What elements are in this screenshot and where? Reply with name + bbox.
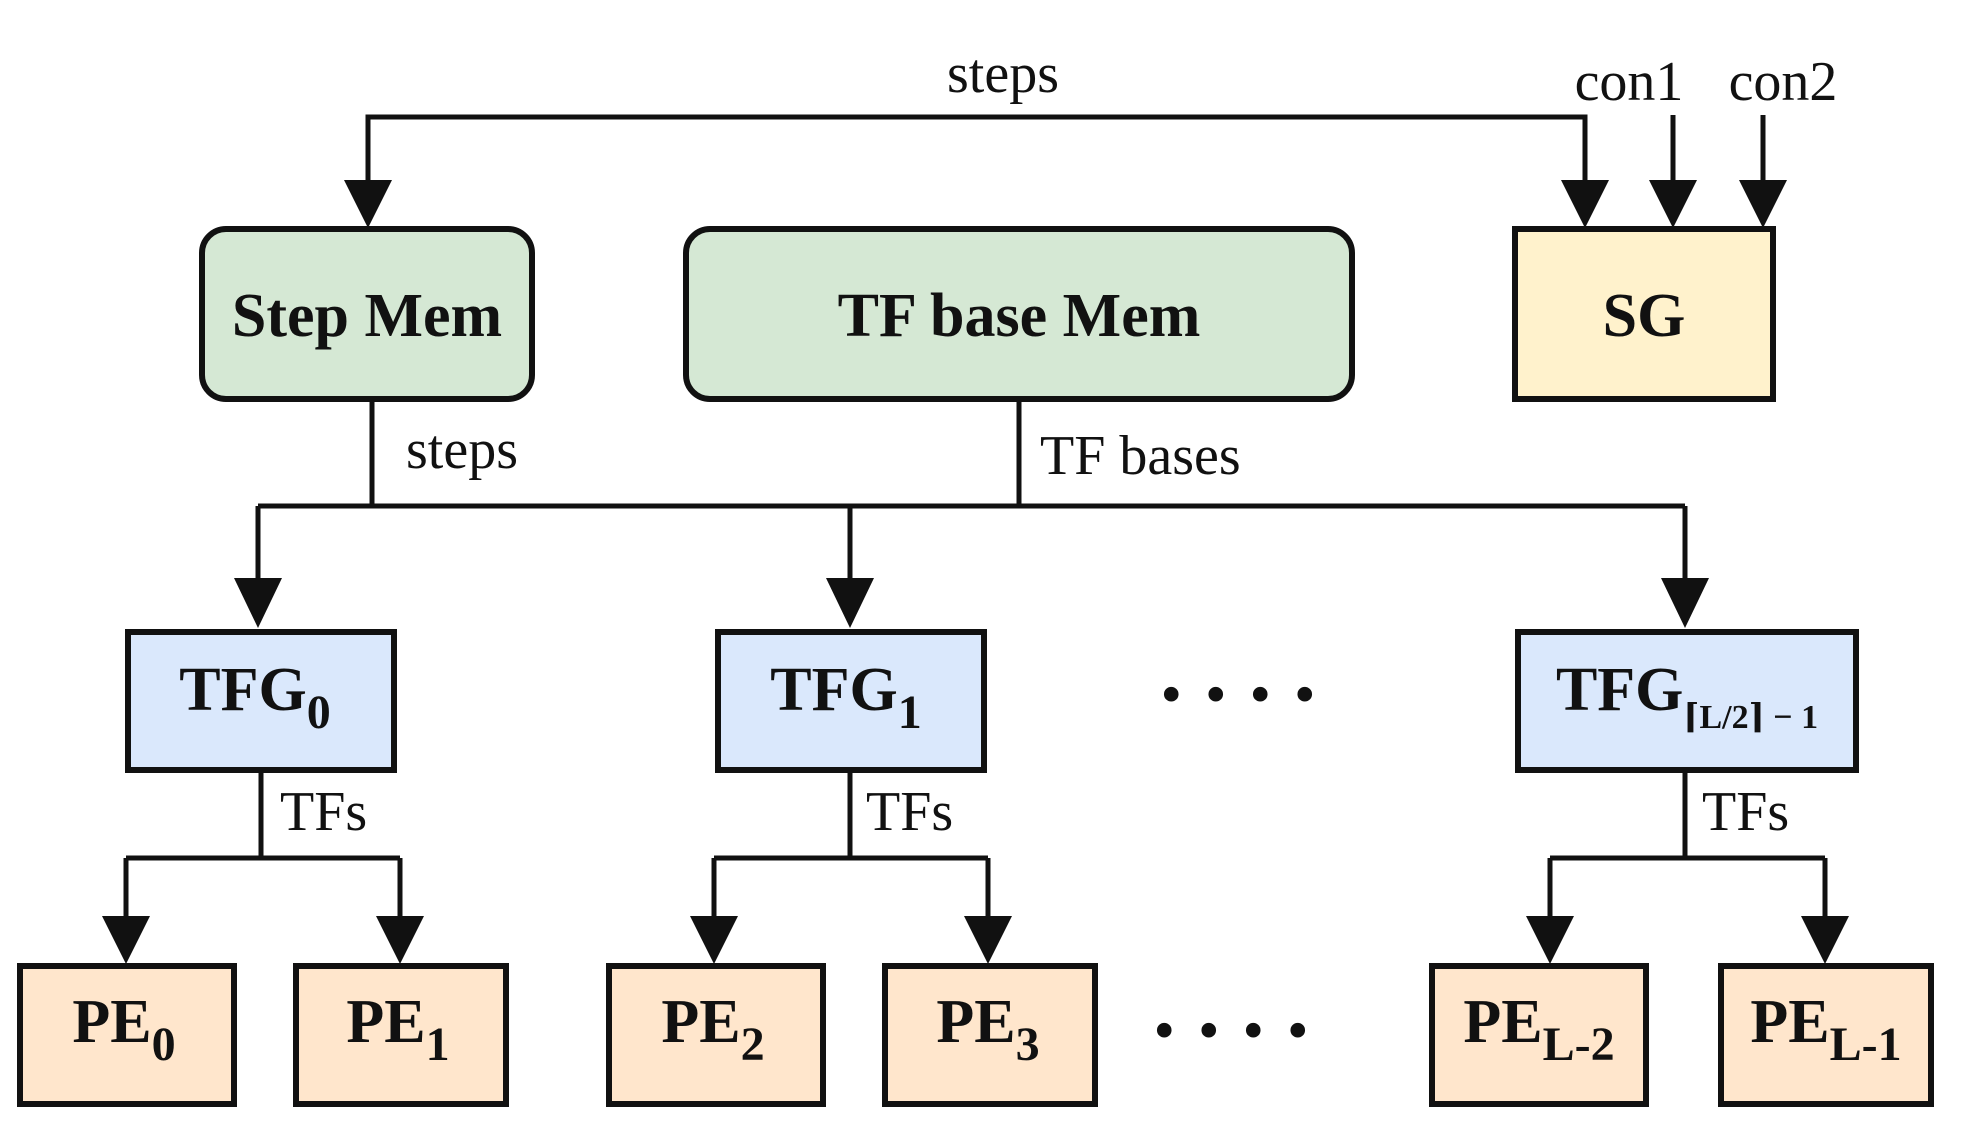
tfg-label-last: TFG⌈L/2⌉ − 1 [1556, 656, 1818, 736]
arrow-head-step-mem [344, 180, 392, 228]
tfg-block-0: TFG0 [125, 629, 397, 773]
arrow-head-con1 [1649, 180, 1697, 228]
arrow-head-tfg-last [1661, 578, 1709, 628]
pe-base-l-2: PE [1463, 988, 1542, 1056]
arrow-head-pe2 [690, 916, 738, 964]
pe-sub-l-2: L-2 [1543, 1018, 1615, 1071]
pe-row-ellipsis: .... [1153, 957, 1331, 1056]
pe-label-1: PE1 [346, 988, 449, 1071]
pe-block-l-1: PEL-1 [1718, 963, 1934, 1107]
tfg-base-last: TFG [1556, 656, 1683, 724]
pe-box-1 [293, 963, 509, 1107]
arrow-head-pe-l-1 [1801, 916, 1849, 964]
tfg-base-0: TFG [179, 656, 306, 724]
pe-label-0: PE0 [72, 988, 175, 1071]
pe-label-l-2: PEL-2 [1463, 988, 1614, 1071]
tfg-sub-1: 1 [898, 686, 922, 739]
pe-block-0: PE0 [17, 963, 237, 1107]
tfg-sub-last: ⌈L/2⌉ − 1 [1683, 699, 1818, 736]
tfg-label-0: TFG0 [179, 656, 330, 739]
step-mem-box [199, 226, 535, 402]
arrow-head-pe-l-2 [1526, 916, 1574, 964]
tf-base-mem-block: TF base Mem [683, 226, 1355, 402]
step-mem-block: Step Mem [199, 226, 535, 402]
sg-block: SG [1512, 226, 1776, 402]
pe-base-1: PE [346, 988, 425, 1056]
tfg-base-1: TFG [770, 656, 897, 724]
arrow-head-tfg1 [826, 578, 874, 628]
pe-base-l-1: PE [1750, 988, 1829, 1056]
pe-box-l-1 [1718, 963, 1934, 1107]
tfg1-fanout [690, 770, 1012, 964]
pe-sub-2: 2 [741, 1018, 765, 1071]
pe-sub-3: 3 [1016, 1018, 1040, 1071]
pe-label-2: PE2 [661, 988, 764, 1071]
steps-loop-wire [344, 114, 1609, 228]
tfs-label-last: TFs [1702, 781, 1789, 843]
pe-base-2: PE [661, 988, 740, 1056]
tf-base-mem-label: TF base Mem [838, 282, 1201, 350]
tfg-block-1: TFG1 [715, 629, 987, 773]
tfg-box-1 [715, 629, 987, 773]
pe-label-l-1: PEL-1 [1750, 988, 1901, 1071]
con1-label: con1 [1575, 51, 1684, 113]
pe-sub-l-1: L-1 [1830, 1018, 1902, 1071]
pe-sub-0: 0 [152, 1018, 176, 1071]
steps-top-label: steps [947, 43, 1059, 105]
tf-bases-label: TF bases [1040, 425, 1241, 487]
step-mem-label: Step Mem [232, 282, 502, 350]
tfg-block-last: TFG⌈L/2⌉ − 1 [1515, 629, 1859, 773]
tfg0-fanout [102, 770, 424, 964]
arrow-head-pe0 [102, 916, 150, 964]
pe-box-3 [882, 963, 1098, 1107]
arrow-head-pe3 [964, 916, 1012, 964]
arrow-head-sg-steps [1561, 180, 1609, 228]
sg-label: SG [1603, 282, 1686, 350]
arrow-head-tfg0 [234, 578, 282, 628]
steps-mid-label: steps [406, 419, 518, 481]
arrow-head-con2 [1739, 180, 1787, 228]
pe-block-l-2: PEL-2 [1429, 963, 1649, 1107]
tfg-box-0 [125, 629, 397, 773]
pe-base-0: PE [72, 988, 151, 1056]
pe-block-1: PE1 [293, 963, 509, 1107]
pe-label-3: PE3 [936, 988, 1039, 1071]
pe-block-3: PE3 [882, 963, 1098, 1107]
con2-label: con2 [1729, 51, 1838, 113]
tfs-label-0: TFs [280, 781, 367, 843]
tfg-last-fanout [1526, 770, 1849, 964]
tfg-box-last [1515, 629, 1859, 773]
sg-box [1512, 226, 1776, 402]
con2-wire [1739, 115, 1787, 228]
pe-sub-1: 1 [426, 1018, 450, 1071]
arrow-head-pe1 [376, 916, 424, 964]
pe-box-2 [606, 963, 826, 1107]
pe-box-l-2 [1429, 963, 1649, 1107]
distribution-bus [234, 399, 1709, 628]
tfg-sub-0: 0 [307, 686, 331, 739]
pe-base-3: PE [936, 988, 1015, 1056]
pe-box-0 [17, 963, 237, 1107]
con1-wire [1649, 115, 1697, 228]
pe-block-2: PE2 [606, 963, 826, 1107]
tfs-label-1: TFs [866, 781, 953, 843]
tfg-label-1: TFG1 [770, 656, 921, 739]
tfg-row-ellipsis: .... [1160, 621, 1338, 720]
